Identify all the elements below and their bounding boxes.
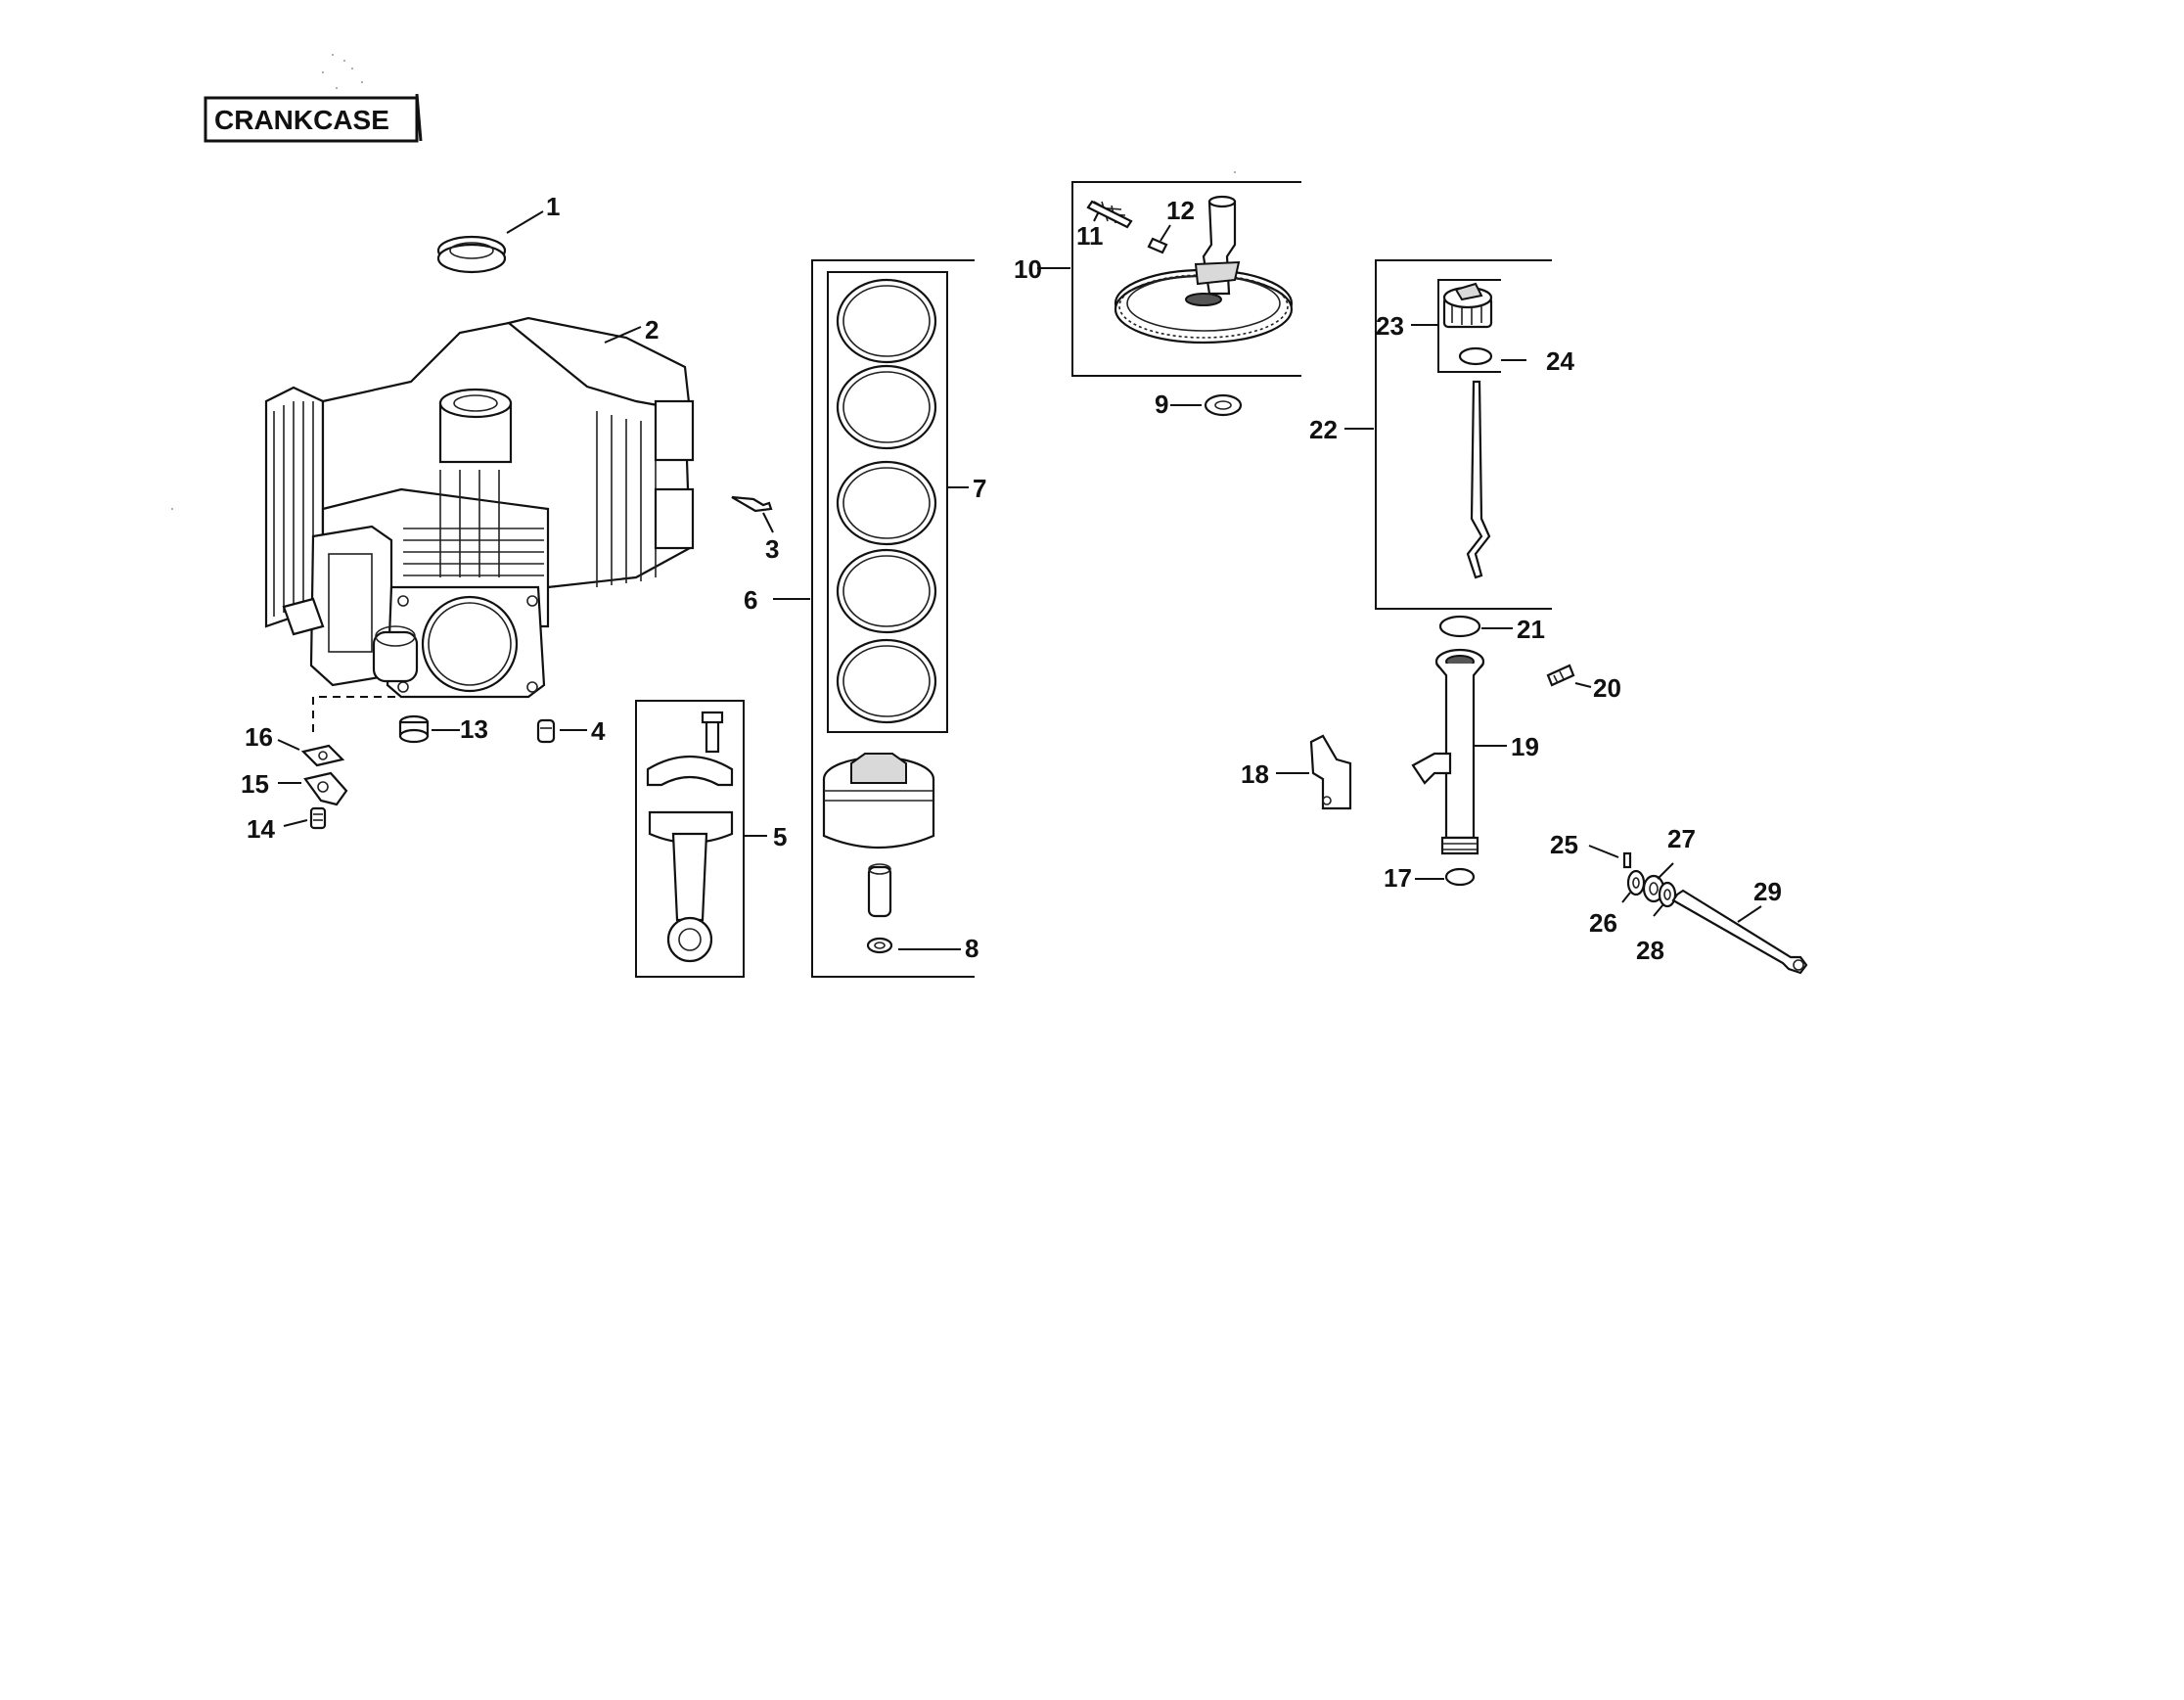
callout-24: 24 [1546, 346, 1574, 376]
callout-15: 15 [241, 769, 269, 799]
small-pin-part [1622, 851, 1632, 869]
tube-bottom-oring-part [1444, 867, 1476, 887]
callout-23: 23 [1376, 311, 1404, 341]
dipstick-tube-part [1411, 648, 1485, 855]
pin-retainer-part [866, 937, 893, 954]
grommet-part [1626, 869, 1646, 896]
washer-small-part [1658, 881, 1677, 908]
callout-27: 27 [1667, 824, 1696, 853]
screw-small-part [309, 806, 327, 830]
callout-7: 7 [973, 474, 986, 503]
piston-part [822, 753, 935, 918]
breather-tube-part [1671, 889, 1808, 975]
spring-part [1086, 200, 1133, 229]
dipstick-group [1375, 259, 1552, 610]
clip-part [731, 495, 773, 513]
diagram-title: CRANKCASE [214, 105, 389, 135]
cap-part [398, 714, 430, 744]
callout-26: 26 [1589, 908, 1617, 938]
callout-6: 6 [744, 585, 757, 615]
piston-ring-group [811, 259, 975, 978]
callout-13: 13 [460, 714, 488, 744]
bracket-small-part [300, 744, 345, 767]
callout-19: 19 [1511, 732, 1539, 761]
cam-pin-part [1147, 237, 1168, 254]
callout-20: 20 [1593, 673, 1621, 703]
connecting-rod-group [635, 700, 745, 978]
mounting-bracket-part [1309, 734, 1352, 810]
callout-16: 16 [245, 722, 273, 752]
callout-9: 9 [1155, 390, 1168, 419]
callout-25: 25 [1550, 830, 1578, 859]
callout-1: 1 [546, 192, 560, 221]
washer-part [1204, 393, 1243, 417]
callout-3: 3 [765, 534, 779, 564]
callout-2: 2 [645, 315, 659, 345]
callout-10: 10 [1014, 254, 1042, 284]
camshaft-group [1071, 181, 1301, 377]
callout-18: 18 [1241, 759, 1269, 789]
tube-screw-part [1546, 664, 1575, 687]
callout-22: 22 [1309, 415, 1338, 444]
plug-part [536, 718, 556, 744]
callout-4: 4 [591, 716, 606, 746]
callout-11: 11 [1076, 221, 1104, 251]
scan-noise [171, 54, 1236, 510]
terminal-clip-part [303, 771, 348, 806]
callout-12: 12 [1166, 196, 1195, 225]
callout-17: 17 [1384, 863, 1412, 893]
callout-14: 14 [247, 814, 275, 844]
callout-5: 5 [773, 822, 787, 851]
oil-seal-part [436, 235, 507, 274]
callout-8: 8 [965, 934, 978, 963]
title-box: CRANKCASE [204, 93, 423, 143]
callout-28: 28 [1636, 936, 1664, 965]
crankcase-block-part [264, 316, 695, 699]
callout-21: 21 [1517, 615, 1545, 644]
tube-oring-part [1438, 615, 1481, 638]
callout-29: 29 [1753, 877, 1782, 906]
